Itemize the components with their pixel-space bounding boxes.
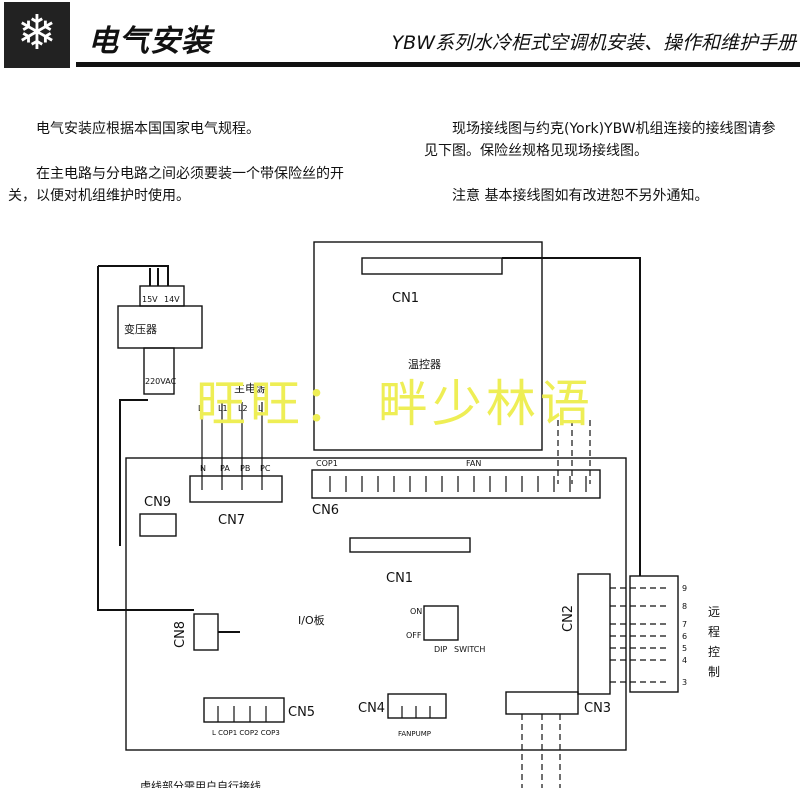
cn7-pin: PB: [240, 464, 250, 473]
dip-on-label: ON: [410, 607, 422, 616]
cn2-pin-4: 4: [682, 656, 687, 665]
cn2-label: CN2: [561, 605, 576, 632]
cn7-connector: [189, 475, 283, 503]
cn2-pin-3: 3: [682, 678, 687, 687]
remote-label-char: 控: [708, 645, 720, 659]
cn7-pin: N: [200, 464, 206, 473]
snowflake-icon: ❄: [4, 2, 70, 68]
remote-label-char: 程: [708, 624, 720, 639]
dip-switch: [423, 605, 459, 641]
transformer-15v-label: 15V: [142, 295, 158, 304]
cn8-connector: [193, 613, 219, 651]
cn4-pins-label: FANPUMP: [398, 730, 431, 738]
thermostat-label: 温控器: [408, 357, 441, 371]
cn7-pin: PC: [260, 464, 271, 473]
cn2-pin-9: 9: [682, 584, 687, 593]
transformer-14v-label: 14V: [164, 295, 180, 304]
io-board-outline: [125, 457, 627, 751]
cn4-connector: [387, 693, 447, 719]
cn3-label: CN3: [584, 701, 611, 716]
cn3-connector: [505, 691, 579, 715]
cn2-pin-6: 6: [682, 632, 687, 641]
cn2-connector: [577, 573, 611, 695]
paragraph-fuse-switch-2: 关，以便对机组维护时使用。: [8, 188, 190, 204]
paragraph-field-wiring-1: 现场接线图与约克(York)YBW机组连接的接线图请参: [452, 121, 776, 137]
main-power-pin-l3: L: [258, 404, 263, 413]
cn5-label: CN5: [288, 705, 315, 720]
main-power-pin-l: L: [198, 404, 203, 413]
cn6-fan-label: FAN: [466, 459, 481, 468]
paragraph-electrical-code: 电气安装应根据本国国家电气规程。: [36, 121, 260, 137]
cn6-label: CN6: [312, 503, 339, 518]
cn7-pin: PA: [220, 464, 230, 473]
cn5-pins-label: L COP1 COP2 COP3: [212, 729, 280, 737]
cn2-pin-5: 5: [682, 644, 687, 653]
cn2-pin-7: 7: [682, 620, 687, 629]
cn9-connector: [139, 513, 177, 537]
dashed-wiring-note: 虚线部分需用户自行接线: [140, 779, 261, 788]
cn1-top-connector: [361, 257, 503, 275]
manual-title: YBW系列水冷柜式空调机安装、操作和维护手册: [391, 32, 796, 54]
transformer-220vac-label: 220VAC: [145, 377, 177, 386]
cn4-label: CN4: [358, 701, 385, 716]
dip-off-label: OFF: [406, 631, 422, 640]
header-rule: [76, 62, 800, 67]
paragraph-fuse-switch-1: 在主电路与分电路之间必须要装一个带保险丝的开: [36, 166, 344, 182]
cn6-comp1-label: COP1: [316, 459, 338, 468]
watermark: 旺旺： 畔少林语: [196, 375, 594, 433]
cn5-connector: [203, 697, 285, 723]
cn1-bottom-connector: [349, 537, 471, 553]
cn1-bottom-label: CN1: [386, 571, 413, 586]
io-board-label: I/O板: [298, 613, 325, 627]
remote-label-char: 远: [708, 605, 720, 619]
thermostat-box: [313, 241, 543, 451]
paragraph-field-wiring-2: 见下图。保险丝规格见现场接线图。: [424, 143, 648, 159]
remote-label-char: 制: [708, 665, 720, 679]
dip-label: DIP: [434, 645, 448, 654]
cn9-label: CN9: [144, 495, 171, 510]
main-power-pin-l1: L1: [218, 404, 228, 413]
paragraph-note: 注意 基本接线图如有改进恕不另外通知。: [452, 188, 709, 204]
section-title: 电气安装: [88, 24, 212, 59]
cn7-label: CN7: [218, 513, 245, 528]
cn8-label: CN8: [173, 621, 188, 648]
main-power-label: 主电源: [234, 381, 267, 395]
main-power-pin-l2: L2: [238, 404, 248, 413]
switch-label: SWITCH: [454, 645, 485, 654]
cn1-top-label: CN1: [392, 291, 419, 306]
cn6-connector: [311, 469, 601, 499]
cn2-pin-8: 8: [682, 602, 687, 611]
transformer-label: 变压器: [124, 322, 157, 336]
remote-control-box: [629, 575, 679, 693]
